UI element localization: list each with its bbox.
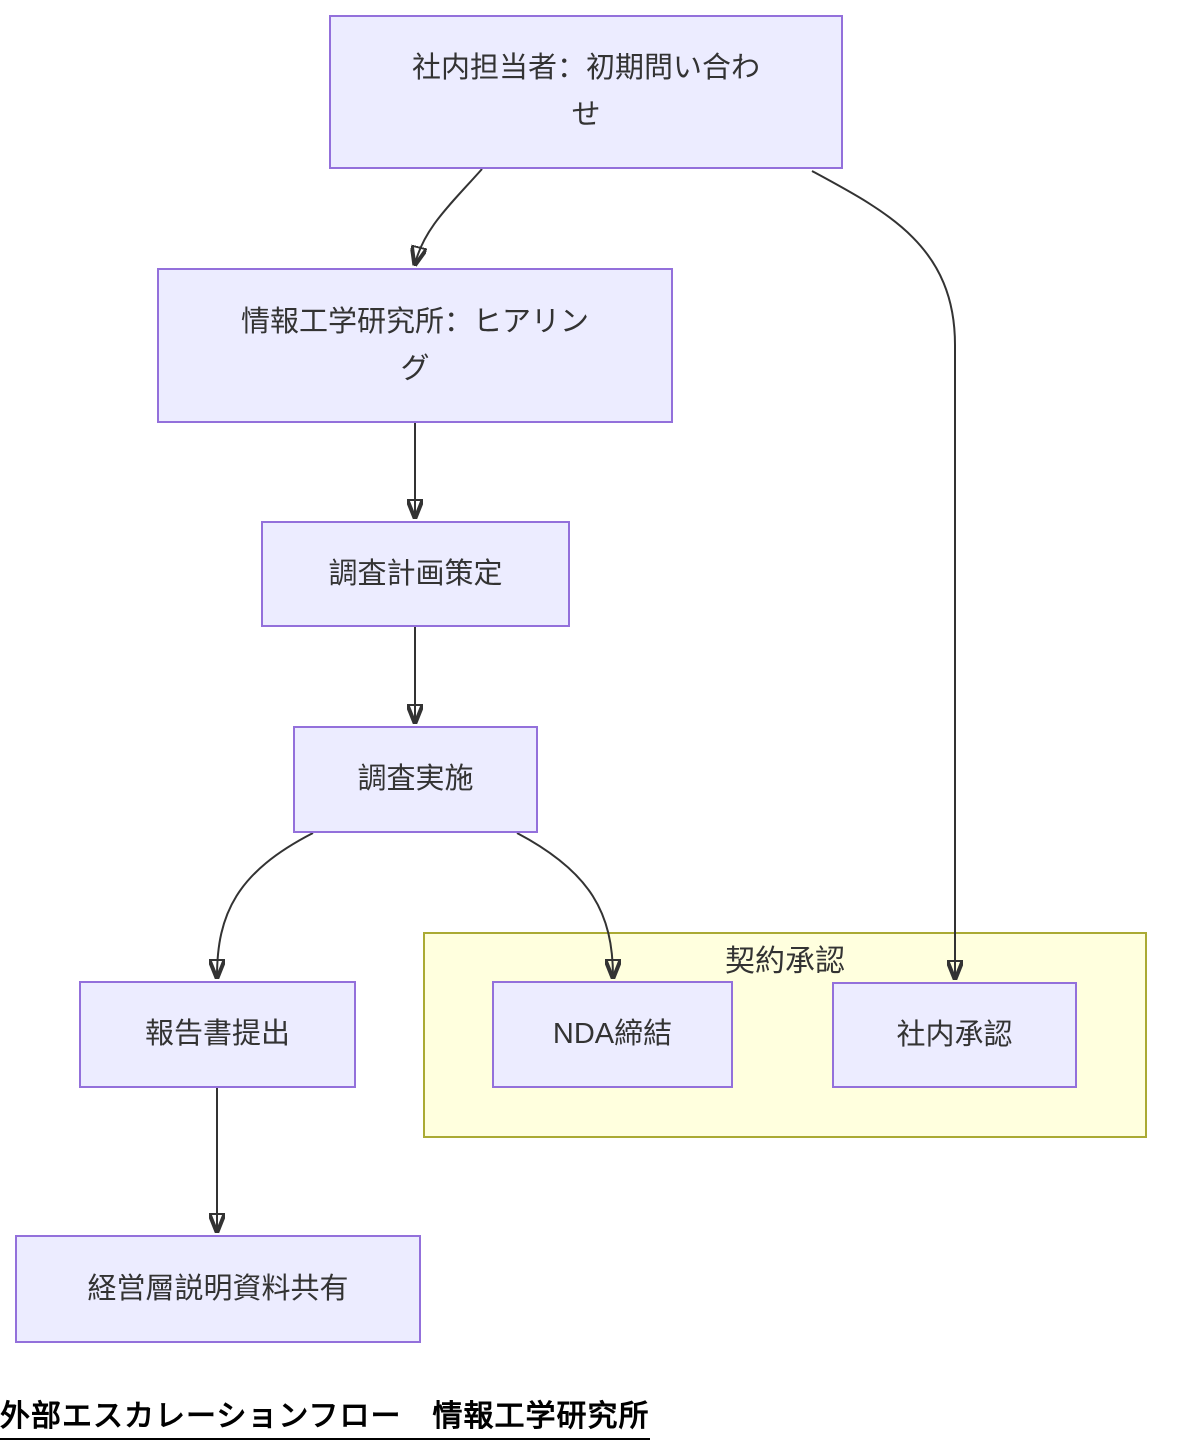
node-hearing: 情報工学研究所：ヒアリング [157,268,673,423]
node-label: 経営層説明資料共有 [87,1272,349,1305]
node-label: NDA締結 [552,1018,673,1050]
node-label: 情報工学研究所：ヒアリング [240,305,589,385]
node-label: 調査計画策定 [328,557,503,590]
edge-inquiry-to-hearing [415,168,483,264]
node-report-submission: 報告書提出 [79,981,356,1088]
node-internal-approval: 社内承認 [832,982,1077,1088]
node-label: 調査実施 [357,763,474,795]
node-survey-plan: 調査計画策定 [261,521,570,627]
node-label: 社内承認 [896,1018,1013,1051]
node-label: 報告書提出 [144,1018,290,1050]
node-initial-inquiry: 社内担当者：初期問い合わせ [329,15,843,169]
edge-execute-to-report [217,832,314,977]
edge-execute-to-nda [516,832,613,977]
node-survey-execution: 調査実施 [293,726,538,833]
node-label: 社内担当者：初期問い合わせ [411,52,760,131]
node-management-material-share: 経営層説明資料共有 [15,1235,421,1343]
diagram-title: 外部エスカレーションフロー 情報工学研究所 [0,1391,650,1440]
node-nda-conclusion: NDA締結 [492,981,733,1088]
subgraph-label: 契約承認 [725,945,845,978]
edge-inquiry-to-approval [811,170,955,978]
